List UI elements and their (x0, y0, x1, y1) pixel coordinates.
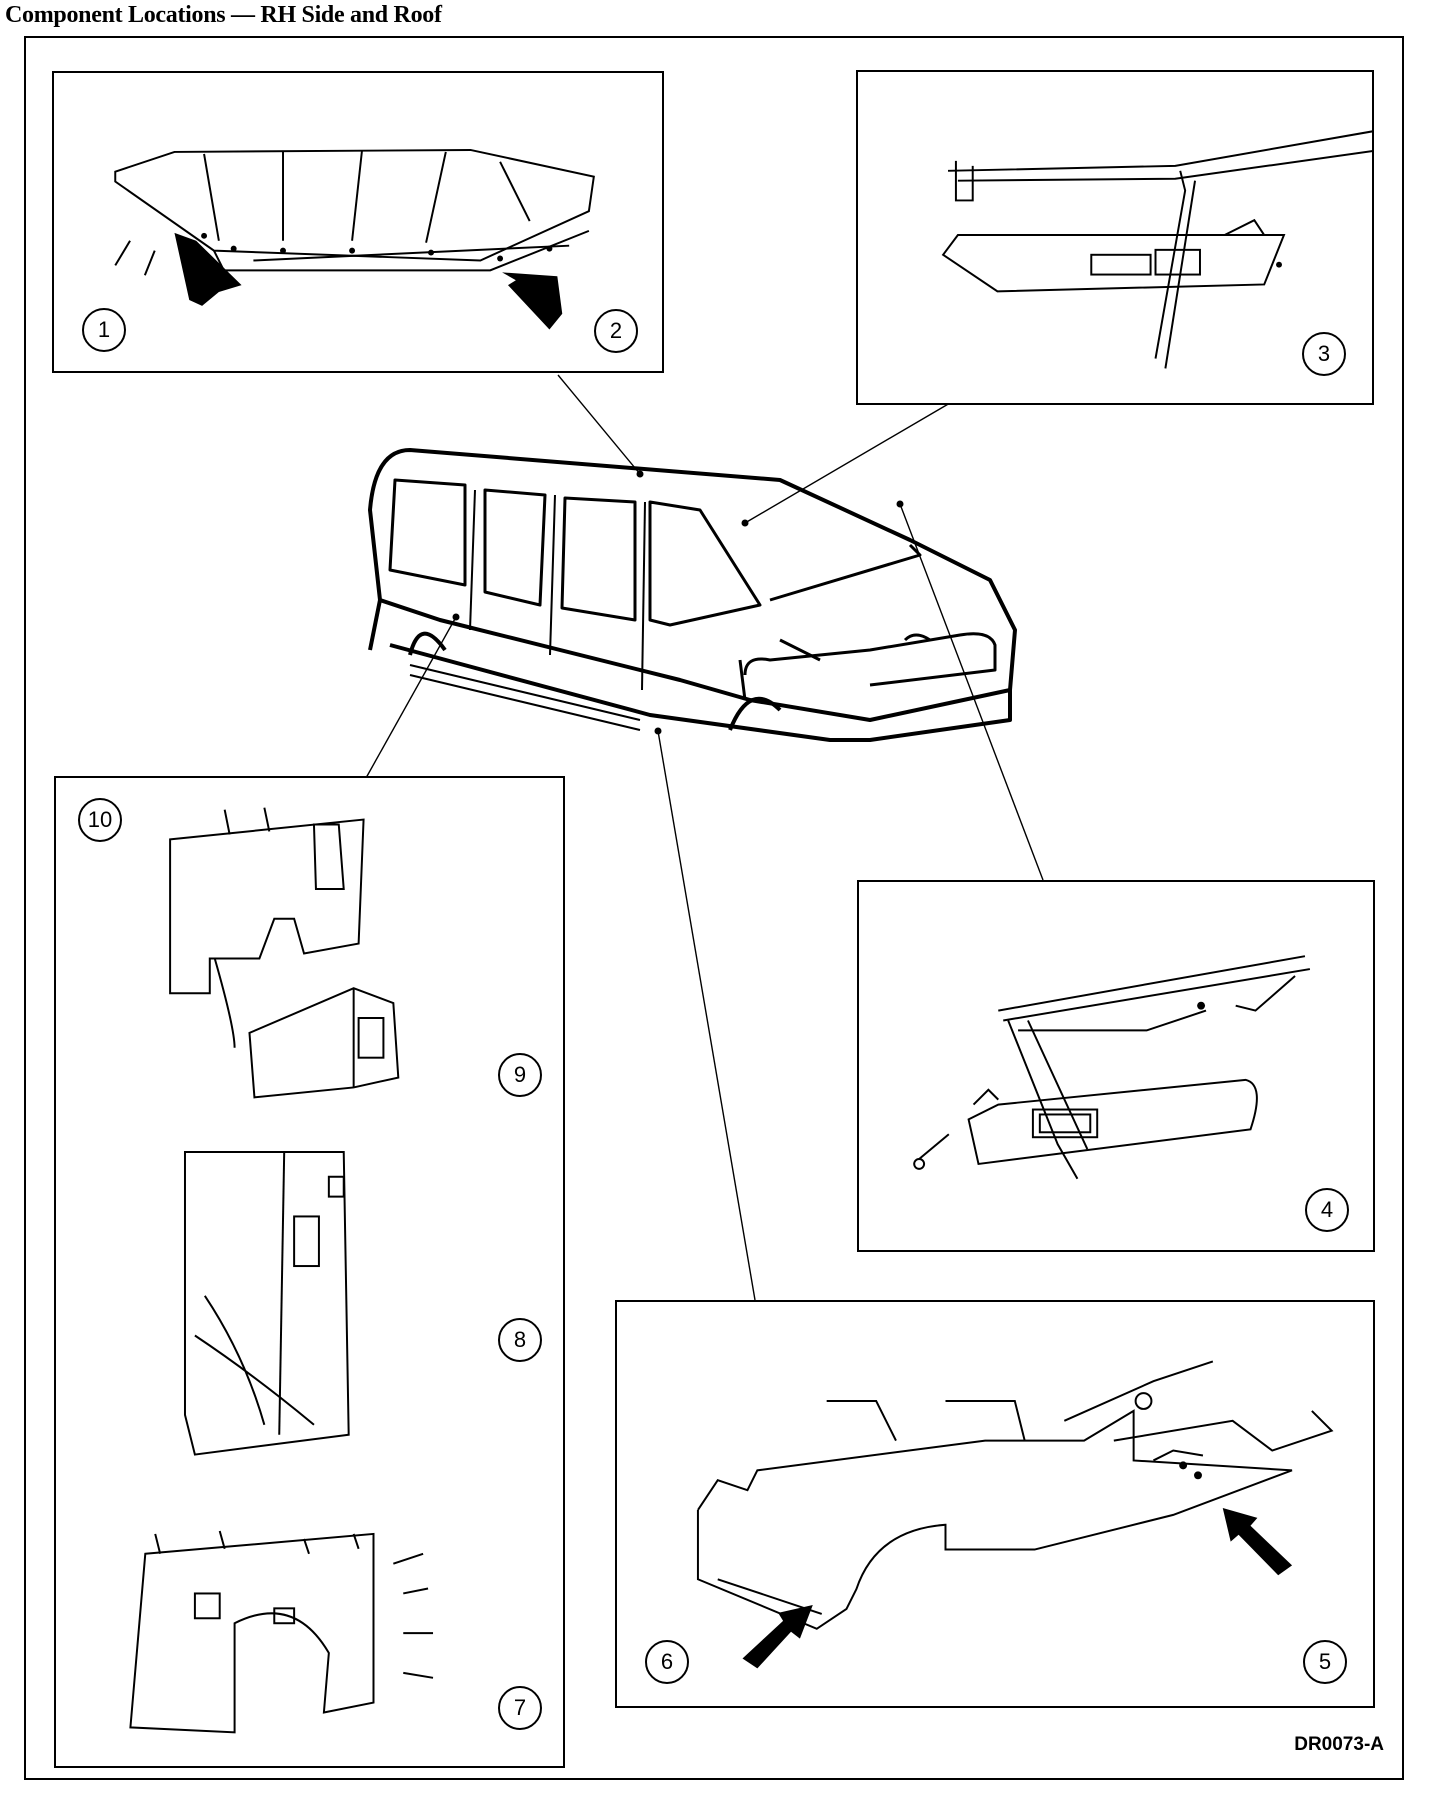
visor-assembly-illustration (913, 955, 1311, 1180)
callout-7: 7 (498, 1686, 542, 1730)
van-illustration (368, 448, 1017, 742)
panel-headliner: 1 2 (52, 71, 664, 373)
callout-3: 3 (1302, 332, 1346, 376)
panel-floor-trim: 6 5 (615, 1300, 1375, 1708)
panel-sun-visor: 3 (856, 70, 1374, 405)
diagram-frame (24, 36, 1404, 1780)
callout-6: 6 (645, 1640, 689, 1684)
callout-4: 4 (1305, 1188, 1349, 1232)
callout-8: 8 (498, 1318, 542, 1362)
panel-side-trim: 10 9 8 7 (54, 776, 565, 1768)
side-trim-illustration (129, 807, 434, 1734)
page-title: Component Locations — RH Side and Roof (5, 2, 442, 28)
sun-visor-illustration (941, 130, 1372, 369)
reference-code: DR0073-A (1294, 1734, 1384, 1755)
arrow-icon (502, 272, 563, 330)
callout-10: 10 (78, 798, 122, 842)
headliner-illustration (114, 148, 595, 330)
callout-1: 1 (82, 308, 126, 352)
callout-2: 2 (594, 309, 638, 353)
floor-trim-illustration (696, 1360, 1334, 1669)
callout-9: 9 (498, 1053, 542, 1097)
arrow-icon (1222, 1507, 1293, 1576)
callout-5: 5 (1303, 1640, 1347, 1684)
arrow-icon (742, 1605, 813, 1669)
arrow-icon (174, 232, 242, 306)
panel-visor-assembly: 4 (857, 880, 1375, 1252)
